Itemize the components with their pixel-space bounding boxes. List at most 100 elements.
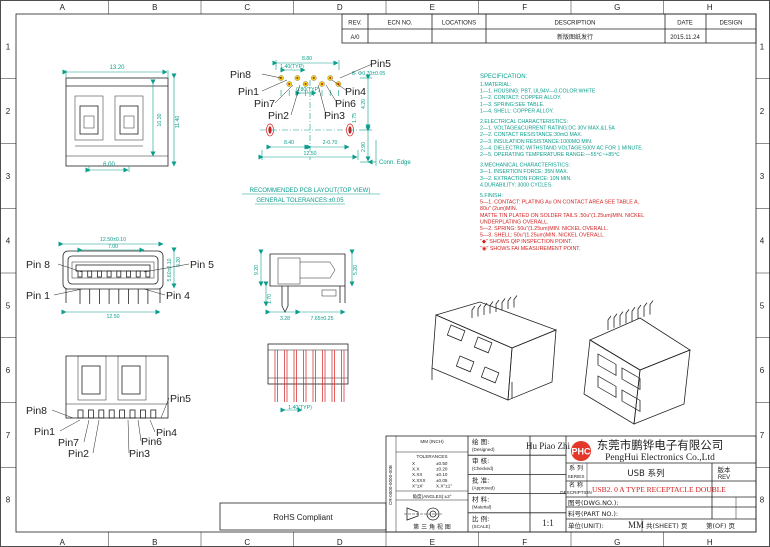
iso-pin — [489, 301, 494, 314]
frame-row-number: 5 — [760, 301, 765, 310]
frame-row-number: 2 — [6, 107, 11, 116]
front-contact — [87, 270, 93, 278]
dwg-no-label: 图号(DWG.NO.): — [568, 499, 619, 507]
frame-col-letter: H — [707, 3, 713, 12]
spec-line: 3—2. EXTRACTION FORCE: 10N MIN. — [480, 176, 572, 182]
frame-row-number: 7 — [760, 431, 765, 440]
bottom-pin — [98, 409, 105, 419]
description-value: 新版图纸发行 — [557, 33, 593, 41]
projection-label: 第 三 角 视 图 — [413, 523, 451, 531]
series-value: USB 系列 — [627, 468, 664, 479]
frame-col-letter: F — [522, 538, 527, 547]
series-en: SERIES — [568, 474, 585, 479]
iso-pin — [631, 306, 636, 322]
front-contact — [135, 270, 141, 278]
name-en: DESCRIPTION — [560, 490, 591, 495]
frame-row-number: 4 — [760, 237, 765, 246]
iso-pin — [495, 299, 500, 312]
pcb-pad-hole — [296, 77, 299, 79]
rohs-box: RoHS Compliant — [219, 502, 387, 531]
tolerance-value: ±0.10 — [436, 472, 448, 477]
pcb-caption: RECOMMENDED PCB LAYOUT(TOP VIEW) — [250, 188, 371, 194]
iso-pin — [637, 304, 642, 319]
spec-line: MATTE TIN PLATED ON SOLDER TAILS .50u"(1… — [480, 213, 644, 219]
frame-row-number: 3 — [6, 172, 11, 181]
spec-line: 2—5. OPERATING TEMPERATURE RANGE:—55℃~+8… — [480, 152, 620, 158]
pcb-bottom-dim: 12.50 — [304, 151, 317, 157]
spec-line: UNDERPLATING OVERALL. — [480, 219, 548, 225]
top-view-height-b-dim: 11.40 — [175, 116, 181, 129]
spec-heading: SPECIFICATION: — [480, 74, 528, 80]
bottom-pin — [129, 409, 136, 419]
design-header: DESIGN — [719, 21, 742, 27]
frame-row-number: 7 — [6, 431, 11, 440]
iso-pin — [643, 302, 648, 317]
front-dim-d: 0.20 — [176, 257, 182, 267]
iso-pin — [613, 313, 618, 328]
name-value: USB2. 0 A TYPE RECEPTACLE DOUBLE — [592, 485, 726, 494]
front-pin5-label: Pin 5 — [190, 259, 214, 271]
front-dim-a: 12.50±0.10 — [100, 237, 126, 243]
field-value: Hu Piao Zhi — [526, 441, 570, 451]
front-view-drawing: 12.50±0.10 7.00 5.60±0.10 0.20 12.50 Pin… — [26, 237, 214, 320]
tolerances-title: TOLERANCES — [416, 454, 447, 459]
pcb-tolerance: GENERAL TOLERANCES:±0.05 — [256, 198, 344, 204]
pcb-pin3-label: Pin3 — [324, 110, 345, 122]
frame-row-number: 2 — [760, 107, 765, 116]
tolerance-key: X°±X' — [412, 483, 423, 488]
spec-line: 5—3. SHELL: 50u"(1.25um)MIN. NICKEL OVER… — [480, 233, 605, 239]
spec-line: 3.MECHANICAL CHARACTERISTICS: — [480, 163, 570, 169]
pcb-pitch-top-dim: 1.40(TYP) — [280, 64, 304, 70]
side-dim-a: 9.20 — [254, 265, 260, 275]
bottom-pin7-label: Pin7 — [58, 437, 79, 449]
pcb-pin8-label: Pin8 — [230, 69, 251, 81]
specification-notes: SPECIFICATION: 1.MATERIAL: 1—1. HOUSING:… — [480, 74, 644, 252]
frame-row-number: 8 — [760, 496, 765, 505]
spec-line: 4.DURABILITY: 3000 CYCLES. — [480, 182, 553, 188]
bottom-pin3-label: Pin3 — [129, 448, 150, 460]
front-pin1-label: Pin 1 — [26, 290, 50, 302]
unit-value: MM — [628, 520, 644, 530]
pcb-pad-hole — [329, 77, 332, 79]
locations-header: LOCATIONS — [442, 21, 476, 27]
spec-line: 5—2. SPRING: 50u"(1.25um)MIN. NICKEL OVE… — [480, 226, 608, 232]
tolerance-key: X.X — [412, 467, 419, 472]
iso-pin — [513, 295, 518, 308]
spec-line: 1—3. SPRING:SEE TABLE. — [480, 102, 544, 108]
spec-line: 2—2. CONTACT RESISTANCE:30mΩ MAX. — [480, 132, 582, 138]
frame-col-letter: C — [244, 538, 250, 547]
iso-pin — [483, 302, 488, 315]
tolerance-key: X.XXX — [412, 478, 426, 483]
part-no-label: 料号(PART NO.): — [568, 509, 618, 518]
bottom-pin — [88, 409, 94, 419]
pcb-side-b-dim: 2.90 — [361, 142, 367, 152]
tolerance-value: ±0.20 — [436, 467, 448, 472]
front-dim-b: 7.00 — [108, 244, 118, 250]
side-dim-b: 1.70 — [267, 294, 273, 304]
spec-line: 3—1. INSERTION FORCE: 35N MAX. — [480, 169, 568, 175]
frame-col-letter: G — [614, 3, 620, 12]
bottom-view-drawing: Pin8 Pin5 Pin1 Pin4 Pin7 Pin6 Pin2 Pin3 — [26, 355, 191, 460]
pcb-pin5-label: Pin5 — [370, 58, 391, 70]
frame-row-number: 4 — [6, 237, 11, 246]
iso-pin — [607, 315, 612, 330]
frame-col-letter: E — [430, 538, 435, 547]
svg-text:PHC: PHC — [571, 447, 591, 457]
field-value: 1:1 — [542, 518, 554, 528]
pcb-pin4-label: Pin4 — [345, 86, 366, 98]
front-pin8-label: Pin 8 — [26, 259, 50, 271]
bottom-pin — [108, 409, 115, 419]
pcb-pin6-label: Pin6 — [335, 98, 356, 110]
spec-line: 1.MATERIAL: — [480, 82, 511, 88]
rev-en: REV — [718, 475, 730, 481]
date-value: 2015.11.24 — [670, 35, 700, 41]
description-header: DESCRIPTION — [554, 21, 595, 27]
sheet-label: 共(SHEET) 页 — [646, 521, 688, 530]
field-label-en: (Checked) — [472, 466, 494, 471]
bottom-pin4-label: Pin4 — [156, 427, 177, 439]
series-cn: 系 列 — [569, 464, 583, 472]
field-label-cn: 材 料: — [472, 495, 489, 504]
angle-tolerance: 角度(ANGLES):±3° — [412, 493, 451, 500]
top-view-drawing: 13.20 10.30 11.40 6.00 — [62, 65, 181, 173]
top-view-height-a-dim: 10.30 — [157, 113, 163, 126]
